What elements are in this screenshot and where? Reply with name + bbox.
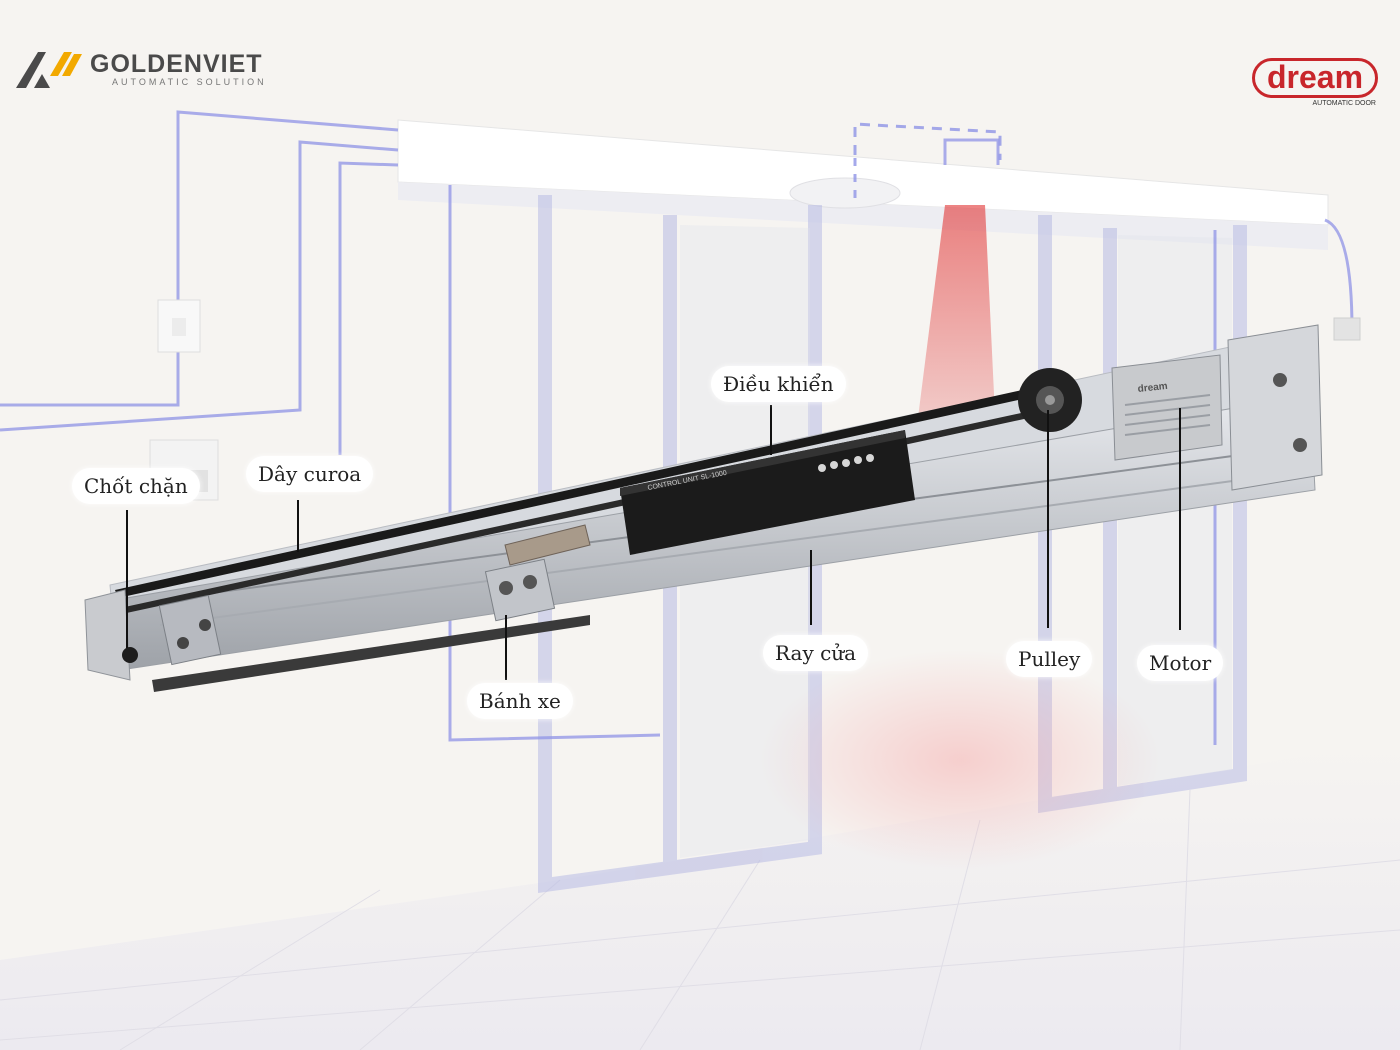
dream-logo: dream AUTOMATIC DOOR bbox=[1240, 58, 1390, 107]
floor-grid bbox=[0, 789, 1400, 1050]
rail-assembly: CONTROL UNIT SL-1000 dream bbox=[84, 324, 1323, 692]
sensor-module bbox=[1333, 317, 1361, 341]
sensor-housing bbox=[789, 177, 901, 209]
bottom-guide-bar bbox=[152, 615, 590, 692]
label-motor: Motor bbox=[1137, 645, 1224, 681]
dream-tagline: AUTOMATIC DOOR bbox=[1312, 100, 1376, 107]
right-end-bracket bbox=[1227, 324, 1323, 491]
label-chot-chan: Chốt chặn bbox=[72, 468, 200, 504]
goldenviet-logo-icon bbox=[16, 52, 82, 88]
goldenviet-logo: GOLDENVIET AUTOMATIC SOLUTION bbox=[14, 48, 267, 90]
pulley-wheel bbox=[1018, 368, 1082, 432]
goldenviet-tagline: AUTOMATIC SOLUTION bbox=[112, 77, 267, 87]
belt bbox=[115, 385, 1050, 598]
label-day-curoa: Dây curoa bbox=[246, 456, 374, 492]
label-pulley: Pulley bbox=[1006, 641, 1093, 677]
floor-glow bbox=[760, 650, 1160, 870]
label-ray-cua: Ray cửa bbox=[763, 635, 869, 671]
motor-body bbox=[1111, 354, 1223, 461]
spring-block bbox=[504, 524, 591, 566]
motor-fins bbox=[1124, 394, 1211, 436]
dashed-radar-outline bbox=[853, 122, 1002, 160]
label-banh-xe: Bánh xe bbox=[467, 683, 573, 719]
control-unit-top bbox=[620, 430, 905, 496]
wiring bbox=[0, 110, 1354, 745]
end-bracket bbox=[84, 589, 131, 681]
label-dieu-khien: Điều khiển bbox=[711, 366, 846, 402]
control-unit-buttons bbox=[818, 454, 874, 472]
dream-name: dream bbox=[1251, 58, 1379, 98]
left-carriage bbox=[158, 594, 222, 666]
wall-switch-top bbox=[157, 299, 201, 353]
stopper-bolt bbox=[122, 647, 138, 663]
motor-brand-text: dream bbox=[1137, 381, 1168, 395]
goldenviet-name: GOLDENVIET bbox=[90, 50, 263, 78]
control-unit-box bbox=[620, 430, 915, 555]
leader-lines bbox=[126, 405, 1181, 680]
wheel-carriage bbox=[484, 558, 556, 622]
door-header-shadow bbox=[398, 182, 1328, 250]
